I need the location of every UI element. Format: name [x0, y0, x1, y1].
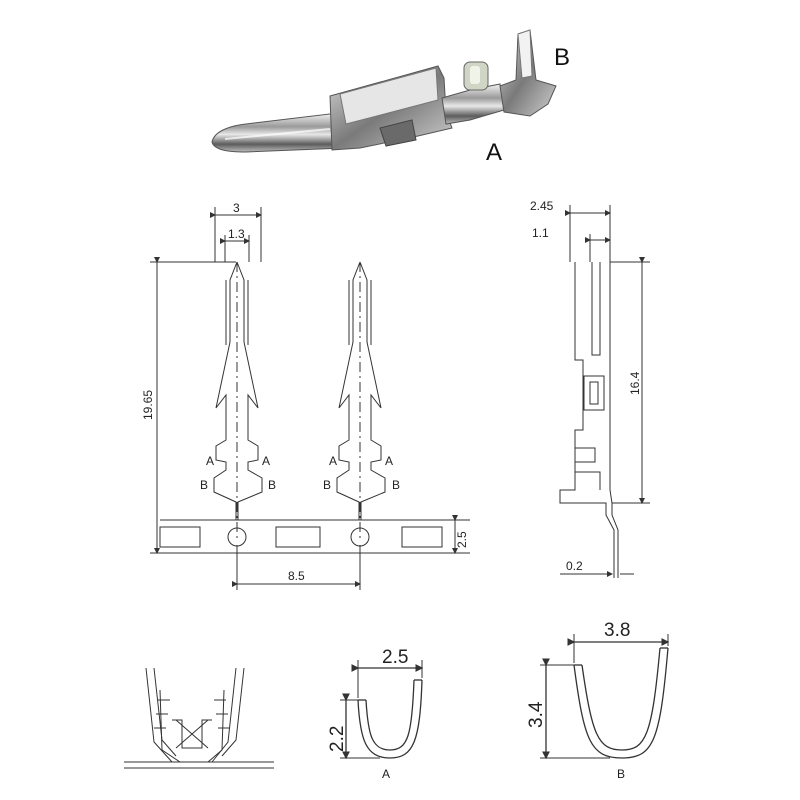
dim-side-thickness: 0.2: [566, 559, 583, 573]
section-mark-a-right: A: [262, 454, 270, 468]
dim-front-inner: 1.3: [228, 227, 245, 241]
section-b-labels: 3.8 3.4 B: [526, 620, 630, 781]
section-mark-a-left: A: [206, 454, 214, 468]
dim-side-length: 16.4: [628, 371, 642, 395]
dim-section-b-height: 3.4: [526, 701, 547, 728]
section-a-label: A: [382, 767, 390, 781]
dim-section-a-width: 2.5: [382, 647, 408, 668]
section-mark-a2-right: A: [385, 454, 393, 468]
dim-side-width: 2.45: [530, 199, 554, 213]
section-b: [540, 634, 670, 760]
end-view: [124, 667, 274, 769]
front-view: [150, 207, 470, 590]
photo-label-b: B: [554, 44, 570, 71]
side-view-labels: 2.45 1.1 16.4 0.2: [530, 199, 642, 573]
front-terminal-right: [336, 261, 386, 540]
section-mark-a2-left: A: [329, 454, 337, 468]
section-mark-b2-left: B: [323, 478, 331, 492]
section-a-labels: 2.5 2.2 A: [327, 647, 408, 781]
section-b-label: B: [617, 767, 625, 781]
section-mark-b2-right: B: [392, 478, 400, 492]
section-a: [340, 660, 424, 760]
front-terminal-left: [213, 261, 263, 540]
front-view-labels: 3 1.3 19.65 8.5 2.5 A A B B A A B B: [141, 201, 469, 583]
dim-front-carrier: 2.5: [455, 531, 469, 548]
dim-front-width: 3: [233, 201, 240, 215]
dim-front-length: 19.65: [141, 390, 155, 420]
dim-front-pitch: 8.5: [288, 569, 305, 583]
side-view: [559, 205, 650, 578]
dim-section-a-height: 2.2: [327, 726, 348, 752]
dim-section-b-width: 3.8: [604, 620, 630, 641]
section-mark-b-left: B: [200, 478, 208, 492]
photo-label-a: A: [486, 139, 502, 166]
dim-side-inner: 1.1: [532, 226, 549, 240]
carrier-strip: [159, 515, 470, 554]
terminal-photo: A B: [211, 29, 570, 166]
section-mark-b-right: B: [268, 478, 276, 492]
